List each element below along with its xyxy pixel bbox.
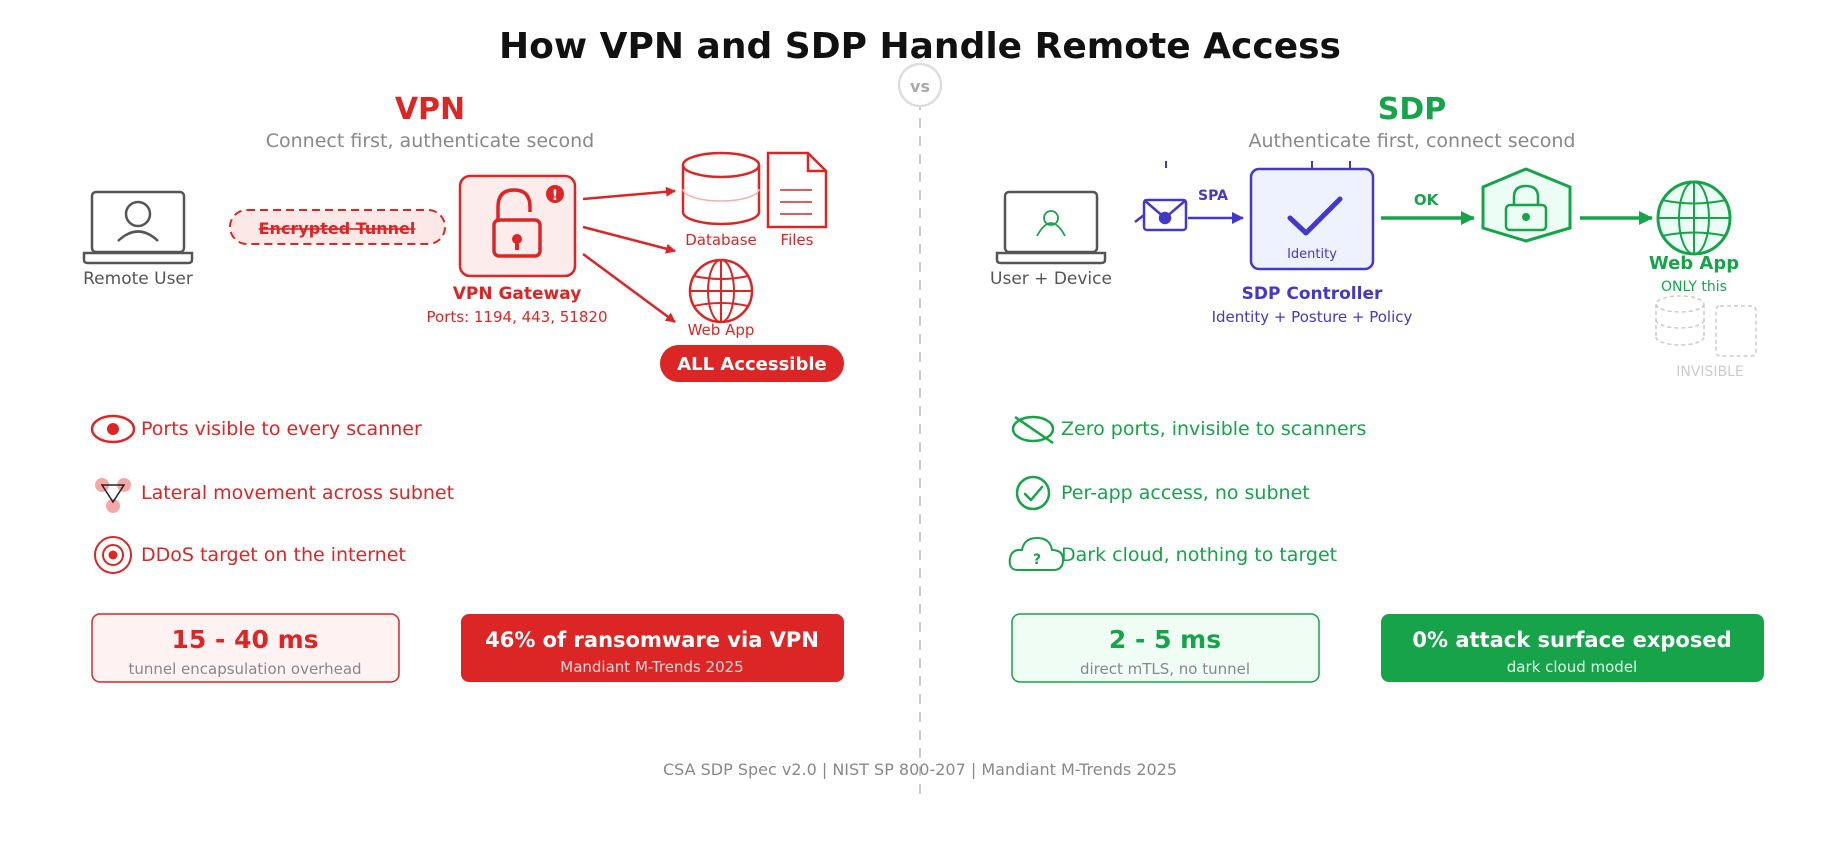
invisible-label: INVISIBLE <box>1676 364 1744 380</box>
vpn-risk-1: Ports visible to every scanner <box>141 418 422 440</box>
arrow-to-files <box>582 225 676 254</box>
vpn-latency-card: 15 - 40 ms tunnel encapsulation overhead <box>91 613 400 683</box>
sdp-heading: SDP <box>1378 92 1447 127</box>
file-icon <box>766 151 828 229</box>
database-icon <box>681 151 761 226</box>
all-accessible-label: ALL Accessible <box>677 354 826 375</box>
vpn-gateway-label: VPN Gateway <box>453 284 582 304</box>
encrypted-tunnel: Encrypted Tunnel <box>229 209 446 245</box>
sdp-latency-card: 2 - 5 ms direct mTLS, no tunnel <box>1011 613 1320 683</box>
vpn-gateway-ports: Ports: 1194, 443, 51820 <box>427 308 608 326</box>
vs-label: vs <box>910 77 930 96</box>
alert-glyph: ! <box>552 188 558 204</box>
sdp-subheading: Authenticate first, connect second <box>1248 130 1575 152</box>
database-label: Database <box>685 231 757 249</box>
sdp-latency-caption: direct mTLS, no tunnel <box>1080 660 1250 678</box>
globe-icon <box>1656 180 1732 256</box>
vpn-user-label: Remote User <box>83 269 193 289</box>
page-title: How VPN and SDP Handle Remote Access <box>499 26 1341 67</box>
vpn-subheading: Connect first, authenticate second <box>266 130 594 152</box>
sdp-benefit-1: Zero ports, invisible to scanners <box>1061 418 1366 440</box>
envelope-icon <box>1134 198 1188 232</box>
laptop-icon <box>82 190 194 265</box>
sdp-stat-caption: dark cloud model <box>1507 658 1637 676</box>
globe-icon <box>688 258 754 324</box>
vpn-stat-caption: Mandiant M-Trends 2025 <box>560 658 743 676</box>
vpn-web-app-label: Web App <box>688 321 755 339</box>
checkmark-icon <box>1287 196 1343 236</box>
vpn-latency-caption: tunnel encapsulation overhead <box>128 660 361 678</box>
sdp-stat-card: 0% attack surface exposed dark cloud mod… <box>1381 614 1764 682</box>
vpn-latency-value: 15 - 40 ms <box>172 625 319 654</box>
files-label: Files <box>781 231 814 249</box>
vpn-risk-2: Lateral movement across subnet <box>141 482 454 504</box>
sdp-controller: Identity <box>1165 161 1375 271</box>
sdp-benefit-3: Dark cloud, nothing to target <box>1061 544 1337 566</box>
vpn-stat-card: 46% of ransomware via VPN Mandiant M-Tre… <box>461 614 844 682</box>
sdp-controller-sub: Identity + Posture + Policy <box>1212 308 1413 326</box>
ok-label: OK <box>1414 191 1440 209</box>
vpn-heading: VPN <box>395 92 465 127</box>
target-icon <box>94 536 132 574</box>
footer-sources: CSA SDP Spec v2.0 | NIST SP 800-207 | Ma… <box>663 760 1177 779</box>
vs-badge: vs <box>897 62 943 108</box>
all-accessible-badge: ALL Accessible <box>660 345 844 382</box>
verified-user-icon <box>1036 210 1066 237</box>
laptop-icon <box>995 190 1107 265</box>
sdp-controller-label: SDP Controller <box>1242 284 1383 304</box>
controller-inner-label: Identity <box>1287 247 1337 262</box>
sdp-user-label: User + Device <box>990 269 1112 289</box>
vpn-stat-value: 46% of ransomware via VPN <box>485 628 819 652</box>
invisible-resources <box>1655 295 1757 357</box>
cloud-question-icon: ? <box>1008 536 1065 571</box>
spa-label: SPA <box>1198 188 1228 204</box>
vpn-risk-3: DDoS target on the internet <box>141 544 406 566</box>
sdp-benefit-2: Per-app access, no subnet <box>1061 482 1310 504</box>
unlocked-padlock-icon <box>492 188 542 258</box>
arrow-to-database <box>582 186 676 201</box>
sdp-stat-value: 0% attack surface exposed <box>1412 628 1731 652</box>
tunnel-label: Encrypted Tunnel <box>259 219 416 238</box>
shield-lock-icon <box>1481 167 1572 243</box>
vpn-gateway: ! <box>458 174 577 278</box>
eye-off-icon <box>1011 415 1055 445</box>
sdp-latency-value: 2 - 5 ms <box>1109 625 1221 654</box>
check-circle-icon <box>1015 475 1051 511</box>
arrow-to-web-app <box>582 252 676 324</box>
alert-badge <box>546 185 564 203</box>
sdp-web-app-sub: ONLY this <box>1661 279 1727 295</box>
network-nodes-icon <box>95 478 131 513</box>
sdp-web-app-label: Web App <box>1649 253 1739 274</box>
cloud-question-glyph: ? <box>1033 552 1041 568</box>
eye-icon <box>90 414 136 444</box>
